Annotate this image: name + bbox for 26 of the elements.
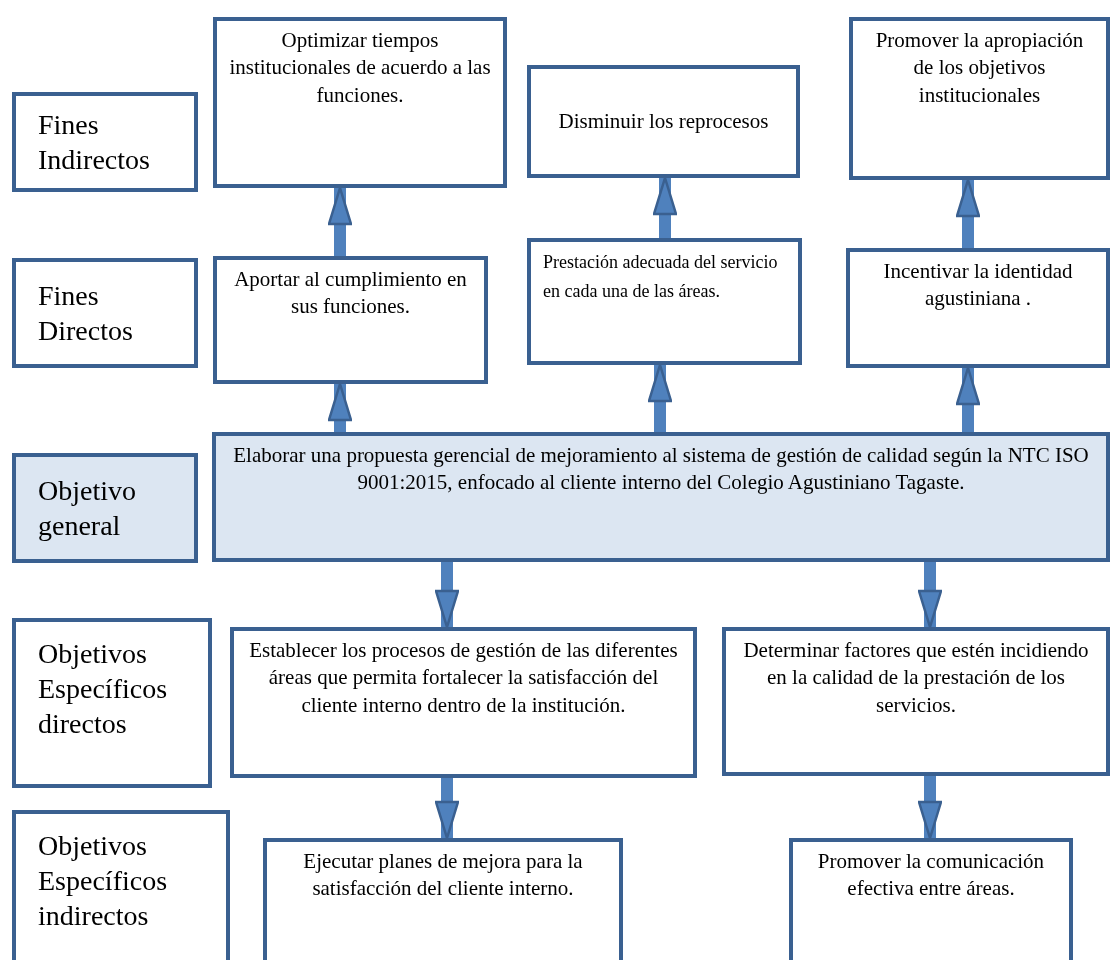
- objective-box: Disminuir los reprocesos: [527, 65, 800, 178]
- block-arrow: [434, 562, 460, 629]
- block-arrow: [647, 363, 673, 432]
- category-box: Objetivos Específicos indirectos: [12, 810, 230, 960]
- block-arrow: [327, 382, 353, 432]
- objective-box: Promover la apropiación de los objetivos institucionales: [849, 17, 1110, 180]
- block-arrow: [955, 178, 981, 248]
- block-arrow: [652, 176, 678, 238]
- objective-box: Optimizar tiempos institucionales de acuerdo a las funciones.: [213, 17, 507, 188]
- category-box: Objetivos Específicos directos: [12, 618, 212, 788]
- objective-box: Aportar al cumplimiento en sus funciones.: [213, 256, 488, 384]
- category-box: Objetivo general: [12, 453, 198, 563]
- category-box: Fines Indirectos: [12, 92, 198, 192]
- objective-box: Incentivar la identidad agustiniana .: [846, 248, 1110, 368]
- objective-box: Elaborar una propuesta gerencial de mejoramiento al sistema de gestión de calidad según la NTC ISO 9001:2015, enfocado al cliente interno del Colegio Agustiniano Tagaste.: [212, 432, 1110, 562]
- block-arrow: [327, 186, 353, 256]
- objective-box: Determinar factores que estén incidiendo en la calidad de la prestación de los servicios.: [722, 627, 1110, 776]
- category-box: Fines Directos: [12, 258, 198, 368]
- block-arrow: [434, 778, 460, 840]
- objective-box: Promover la comunicación efectiva entre áreas.: [789, 838, 1073, 960]
- block-arrow: [955, 366, 981, 432]
- objective-box: Ejecutar planes de mejora para la satisfacción del cliente interno.: [263, 838, 623, 960]
- objective-box: Prestación adecuada del servicio en cada una de las áreas.: [527, 238, 802, 365]
- objective-box: Establecer los procesos de gestión de las diferentes áreas que permita fortalecer la satisfacción del cliente interno dentro de la institución.: [230, 627, 697, 778]
- block-arrow: [917, 776, 943, 840]
- block-arrow: [917, 562, 943, 629]
